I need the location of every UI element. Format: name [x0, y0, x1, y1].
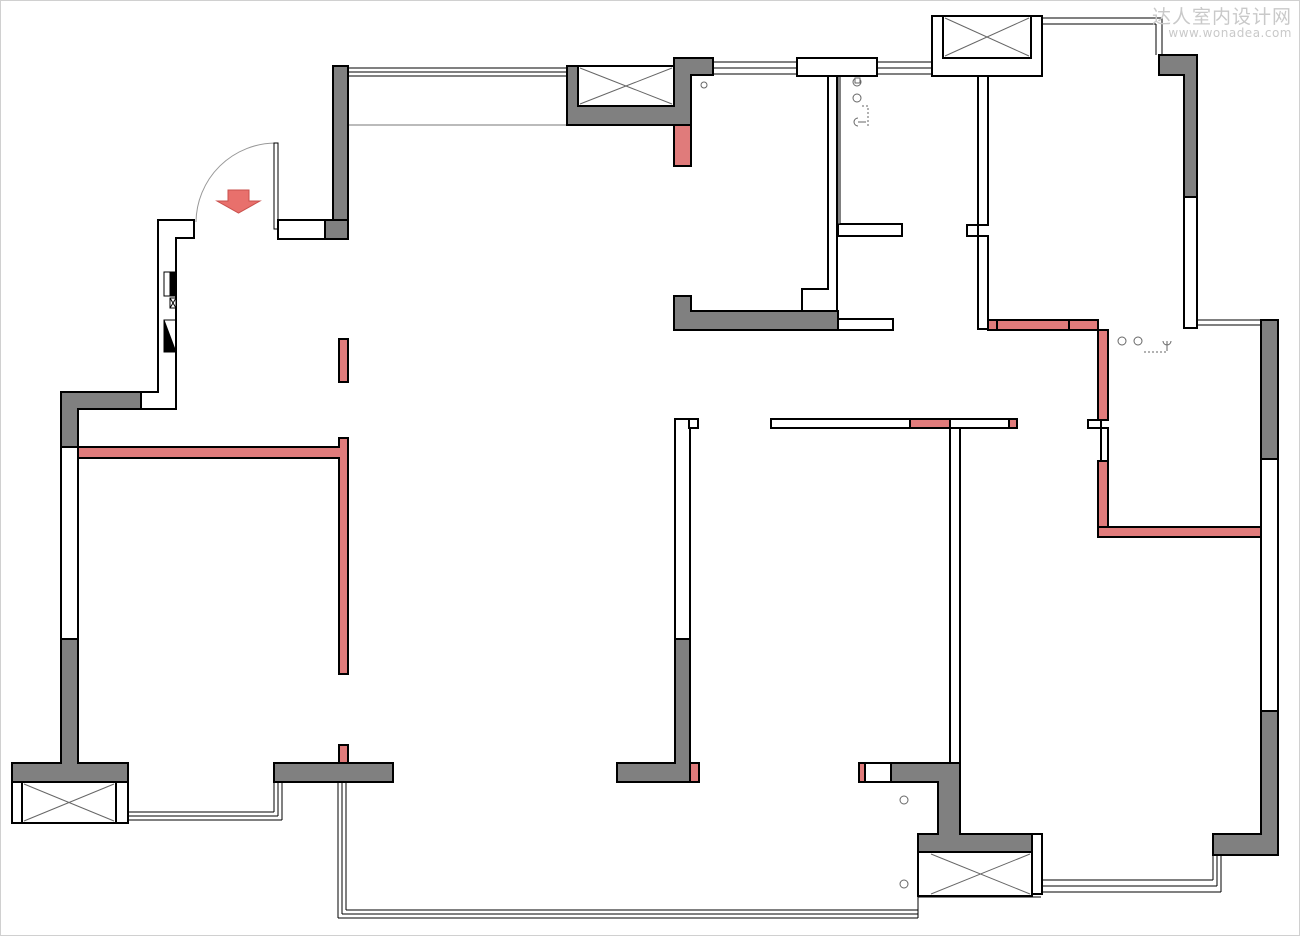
watermark-site-url: www.wonadea.com — [1168, 26, 1292, 40]
plumbing-fixtures — [700, 77, 1172, 889]
ac-platforms — [23, 17, 1031, 895]
entry-arrow-icon — [215, 189, 262, 214]
bearing-walls — [11, 54, 1279, 856]
entrance-door — [195, 142, 279, 230]
partition-walls — [11, 15, 1279, 897]
entry-cabinets — [163, 271, 177, 353]
new-walls — [77, 124, 1262, 783]
watermark-site-name: 达人室内设计网 — [1151, 6, 1292, 28]
